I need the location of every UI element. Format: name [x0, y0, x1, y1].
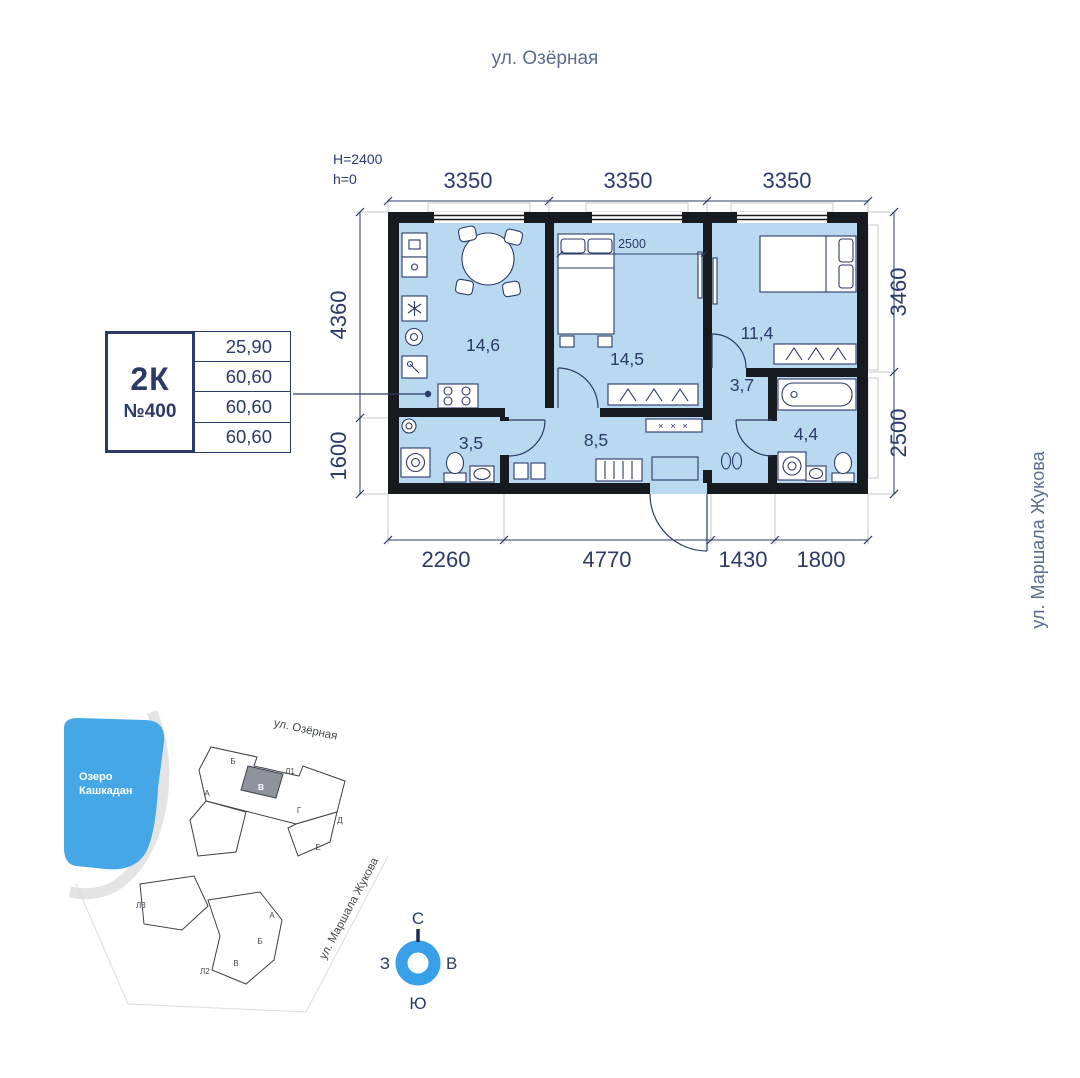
area-corridor: 8,5 [584, 430, 608, 450]
dim-left-1: 4360 [326, 291, 351, 340]
building-label-l1: Л1 [285, 767, 295, 776]
compass-south: Ю [409, 994, 426, 1013]
area-row-1: 25,90 [195, 331, 291, 363]
area-bathroom-large: 4,4 [794, 424, 819, 444]
building-label-d: Д [337, 816, 343, 825]
dim-top-2: 3350 [604, 168, 653, 193]
building2-label-b: Б [257, 937, 262, 946]
closet-marks: × × × [658, 421, 690, 432]
furniture-bedroom-2 [712, 235, 857, 365]
building-label-b: Б [230, 757, 235, 766]
area-row-4: 60,60 [195, 421, 291, 454]
dimensions-bottom: 2260 4770 1430 1800 [383, 535, 873, 572]
building-label-l2: Л2 [200, 967, 210, 976]
floor-plan-drawing: × × × [293, 151, 911, 572]
furniture-bedroom-1 [557, 233, 703, 406]
apartment-type-box: 2К №400 [105, 331, 195, 454]
area-hall: 3,7 [730, 375, 754, 395]
room-area-labels: 14,6 14,5 11,4 3,7 8,5 3,5 4,4 [459, 323, 819, 453]
dim-bottom-4: 1800 [797, 547, 846, 572]
building-label-a: А [204, 789, 210, 798]
lake-label-2: Кашкадан [79, 785, 133, 797]
dim-bottom-2: 4770 [583, 547, 632, 572]
area-row-2: 60,60 [195, 361, 291, 393]
building2-label-a: А [269, 911, 275, 920]
compass-east: В [446, 954, 457, 973]
dim-top-3: 3350 [763, 168, 812, 193]
bathroom-small-door-arc [508, 419, 546, 457]
furniture-kitchen [401, 225, 524, 409]
area-row-3: 60,60 [195, 391, 291, 424]
dimensions-left: 4360 1600 [326, 207, 365, 499]
site-plan: Озеро Кашкадан ул. Озёрная ул. Маршала Ж… [64, 709, 458, 1013]
dimensions-top: 3350 3350 3350 H=2400 h=0 [333, 151, 873, 206]
furniture-bathroom-large [777, 378, 857, 483]
site-buildings: В Б Л1 А Г Д Е Л3 Л2 А Б В [136, 746, 346, 985]
site-lake: Озеро Кашкадан [64, 718, 165, 870]
building2-label-v: В [233, 959, 238, 968]
dim-left-2: 1600 [326, 432, 351, 481]
building-label-g: Г [297, 806, 302, 815]
street-label-top: ул. Озёрная [491, 48, 599, 69]
apartment-number: №400 [123, 401, 177, 423]
area-bedroom-2: 11,4 [741, 323, 774, 343]
height-mark-2: h=0 [333, 171, 357, 187]
dim-bottom-1: 2260 [422, 547, 471, 572]
doors [508, 333, 773, 552]
current-building-section [240, 765, 284, 799]
furniture-bathroom-small [400, 418, 495, 483]
apartment-info-card: 2К №400 25,90 60,60 60,60 60,60 [105, 331, 291, 454]
compass-ring [395, 940, 441, 986]
lake-label-1: Озеро [79, 771, 113, 783]
area-bathroom-small: 3,5 [459, 433, 483, 453]
apartment-area-table: 25,90 60,60 60,60 60,60 [195, 331, 291, 454]
site-shore [68, 709, 389, 1013]
compass: С В Ю З [380, 909, 458, 1013]
entrance-door-arc [649, 493, 708, 552]
dim-bottom-3: 1430 [719, 547, 768, 572]
apartment-type: 2К [130, 361, 170, 398]
dim-right-1: 3460 [886, 268, 911, 317]
windows [434, 212, 827, 223]
compass-north: С [412, 909, 424, 928]
dimension-inner-bedroom: 2500 [556, 237, 708, 258]
dimensions-right: 3460 2500 [886, 207, 911, 499]
furniture-corridor: × × × [513, 418, 703, 482]
compass-west: З [380, 954, 390, 973]
dim-inner-bedroom: 2500 [618, 237, 646, 251]
site-street-top: ул. Озёрная [273, 717, 339, 742]
area-bedroom-1: 14,5 [610, 349, 644, 369]
dim-right-2: 2500 [886, 409, 911, 458]
bathroom-large-door-arc [735, 419, 773, 457]
dim-top-1: 3350 [444, 168, 493, 193]
height-mark-1: H=2400 [333, 151, 383, 167]
bedroom2-door-arc [711, 333, 747, 369]
street-label-right: ул. Маршала Жукова [1028, 451, 1048, 629]
building-label-e: Е [315, 843, 320, 852]
area-kitchen-living: 14,6 [466, 335, 500, 355]
card-leader [293, 390, 432, 398]
building-label-l3: Л3 [136, 901, 146, 910]
building-label-v: В [258, 782, 264, 792]
bedroom1-door-arc [557, 367, 599, 409]
site-street-right: ул. Маршала Жукова [317, 855, 381, 961]
furniture-hall [720, 452, 743, 470]
